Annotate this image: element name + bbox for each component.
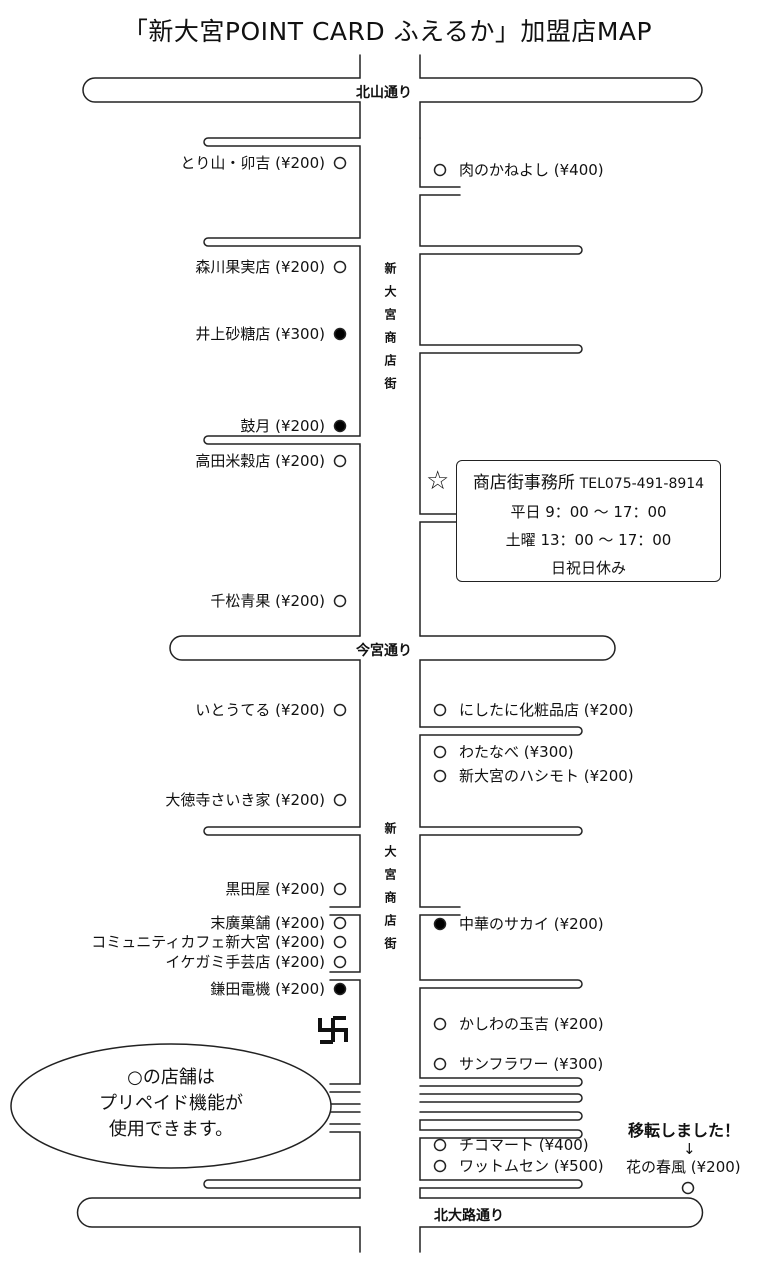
manji-temple-icon [318, 1016, 348, 1044]
shop-label: サンフラワー (¥300) [459, 1055, 604, 1073]
shop-marker [433, 769, 447, 783]
shop-marker [333, 955, 347, 969]
shop-label: 新大宮のハシモト (¥200) [459, 767, 634, 785]
shop-label: 鼓月 (¥200) [240, 417, 325, 435]
shop-label: とり山・卯吉 (¥200) [180, 154, 325, 172]
shop-marker [433, 917, 447, 931]
shop-label: 千松青果 (¥200) [210, 592, 325, 610]
shop-label: コミュニティカフェ新大宮 (¥200) [91, 933, 325, 951]
shop-marker [333, 156, 347, 170]
moved-shop-marker [681, 1181, 695, 1195]
shop-marker [333, 703, 347, 717]
shop-label: イケガミ手芸店 (¥200) [165, 953, 325, 971]
shop-label: 高田米穀店 (¥200) [195, 452, 325, 470]
shop-marker [433, 1159, 447, 1173]
shop-label: いとうてる (¥200) [195, 701, 325, 719]
office-saturday: 土曜 13：00 〜 17：00 [505, 531, 672, 549]
shop-marker [433, 1017, 447, 1031]
legend-note: ○の店舗は プリペイド機能が 使用できます。 [11, 1065, 331, 1143]
shop-label: 鎌田電機 (¥200) [210, 980, 325, 998]
moved-shop-label: 花の春風 (¥200) [626, 1158, 741, 1176]
office-name: 商店街事務所 [472, 473, 575, 493]
shop-marker [433, 703, 447, 717]
shop-marker [333, 327, 347, 341]
shop-label: 森川果実店 (¥200) [195, 258, 325, 276]
shop-marker [433, 745, 447, 759]
shop-marker [333, 260, 347, 274]
shop-marker [333, 916, 347, 930]
star-outline-icon: ☆ [426, 466, 450, 496]
legend-line: 使用できます。 [108, 1119, 234, 1140]
shop-label: 肉のかねよし (¥400) [459, 161, 604, 179]
down-arrow-icon: ↓ [683, 1140, 696, 1158]
shop-marker [333, 454, 347, 468]
shop-label: 井上砂糖店 (¥300) [195, 325, 325, 343]
office-info-box: 商店街事務所 TEL075-491-8914 平日 9：00 〜 17：00 土… [456, 460, 721, 582]
shotengai-label-lower: 新大宮商店街 [383, 822, 397, 960]
shop-marker [333, 419, 347, 433]
shop-marker [433, 1057, 447, 1071]
office-weekday: 平日 9：00 〜 17：00 [510, 503, 667, 521]
shop-label: 末廣菓舗 (¥200) [210, 914, 325, 932]
shop-marker [333, 935, 347, 949]
shop-label: 黒田屋 (¥200) [225, 880, 325, 898]
shop-label: ワットムセン (¥500) [459, 1157, 604, 1175]
page-title: 「新大宮POINT CARD ふえるか」加盟店MAP [122, 17, 653, 46]
shop-label: チコマート (¥400) [459, 1136, 589, 1154]
road-kitayama: 北山通り [356, 85, 412, 101]
road-imamiya: 今宮通り [356, 643, 412, 659]
shop-marker [333, 882, 347, 896]
road-kitaoji: 北大路通り [434, 1208, 504, 1224]
legend-line: ○の店舗は [127, 1067, 215, 1088]
legend-line: プリペイド機能が [99, 1093, 243, 1114]
moved-notice: 移転しました！ [628, 1121, 741, 1140]
office-tel: TEL075-491-8914 [579, 476, 705, 492]
right-markers [433, 163, 695, 1195]
shop-marker [333, 594, 347, 608]
shop-label: にしたに化粧品店 (¥200) [459, 701, 634, 719]
shop-marker [333, 982, 347, 996]
shop-label: かしわの玉吉 (¥200) [459, 1015, 604, 1033]
shotengai-label-upper: 新大宮商店街 [383, 262, 397, 400]
shop-marker [433, 1138, 447, 1152]
shop-label: わたなべ (¥300) [459, 743, 574, 761]
shop-marker [433, 163, 447, 177]
shop-marker [333, 793, 347, 807]
left-markers [333, 156, 347, 996]
shop-label: 大徳寺さいき家 (¥200) [165, 791, 325, 809]
shop-label: 中華のサカイ (¥200) [459, 915, 604, 933]
office-closed: 日祝日休み [550, 559, 626, 577]
